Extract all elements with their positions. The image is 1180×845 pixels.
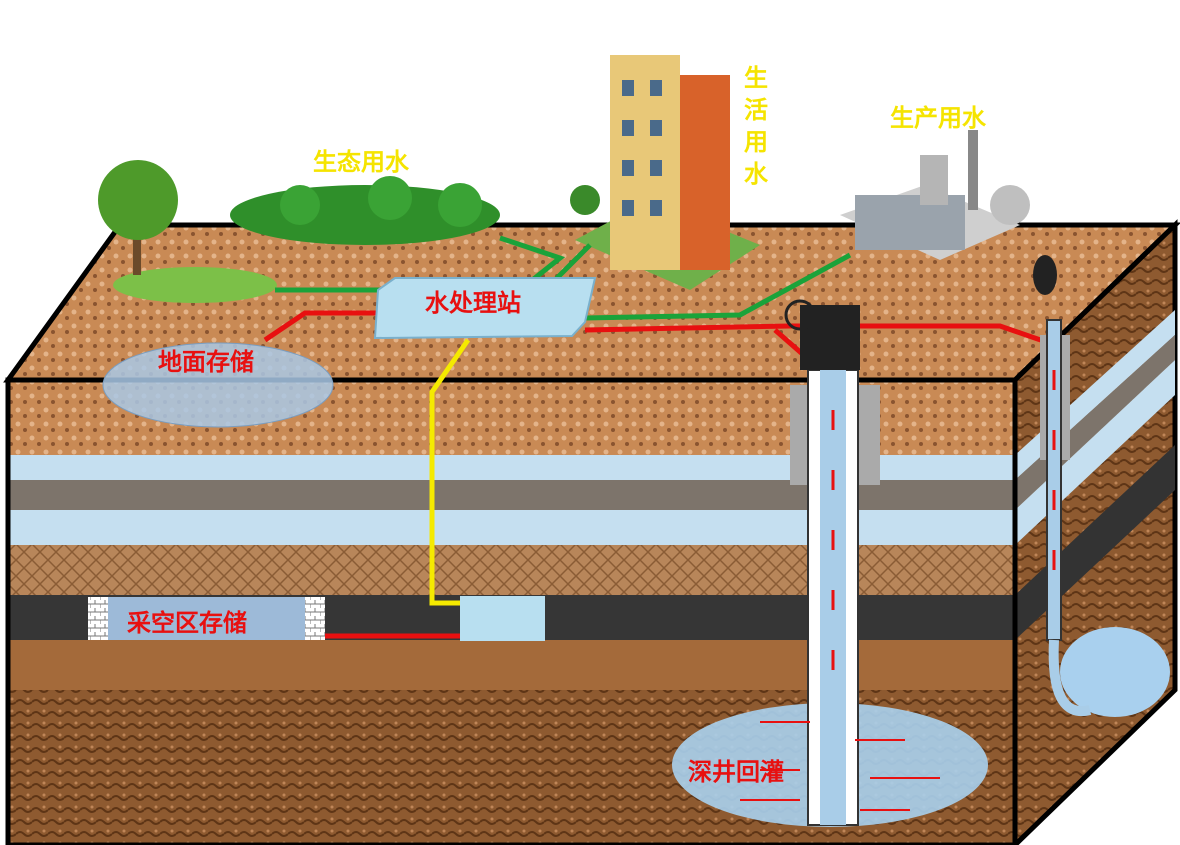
red-pipe-wells bbox=[584, 323, 1056, 348]
deep-well-icon bbox=[784, 299, 880, 826]
residential-building-icon bbox=[570, 55, 760, 290]
surface-storage-pond bbox=[102, 342, 334, 428]
reinjection-arrows bbox=[740, 721, 940, 811]
red-pipe-surface bbox=[263, 310, 385, 343]
label-ecological-water: 生态用水 bbox=[313, 148, 409, 176]
goaf-brick-wall-right bbox=[305, 597, 325, 640]
goaf-water-box bbox=[460, 596, 545, 641]
ecology-vegetation-icon bbox=[98, 160, 500, 303]
label-treatment-station: 水处理站 bbox=[425, 289, 521, 317]
label-production-water: 生产用水 bbox=[890, 104, 986, 132]
yellow-pipe bbox=[429, 338, 471, 606]
label-deep-well-reinjection: 深井回灌 bbox=[688, 758, 784, 786]
reinjection-zone-side bbox=[1060, 627, 1170, 717]
treatment-station-box bbox=[373, 277, 597, 340]
label-surface-storage: 地面存储 bbox=[158, 348, 254, 376]
green-pipe-domestic-2 bbox=[553, 243, 592, 282]
side-well-icon bbox=[1033, 255, 1092, 717]
factory-icon bbox=[840, 130, 1030, 260]
goaf-storage-box bbox=[88, 597, 325, 640]
green-pipe-production bbox=[584, 252, 852, 321]
pipes bbox=[263, 235, 1056, 639]
label-goaf-storage: 采空区存储 bbox=[127, 609, 247, 637]
goaf-brick-wall-left bbox=[88, 597, 108, 640]
label-domestic-water: 生活用水 bbox=[744, 64, 768, 188]
